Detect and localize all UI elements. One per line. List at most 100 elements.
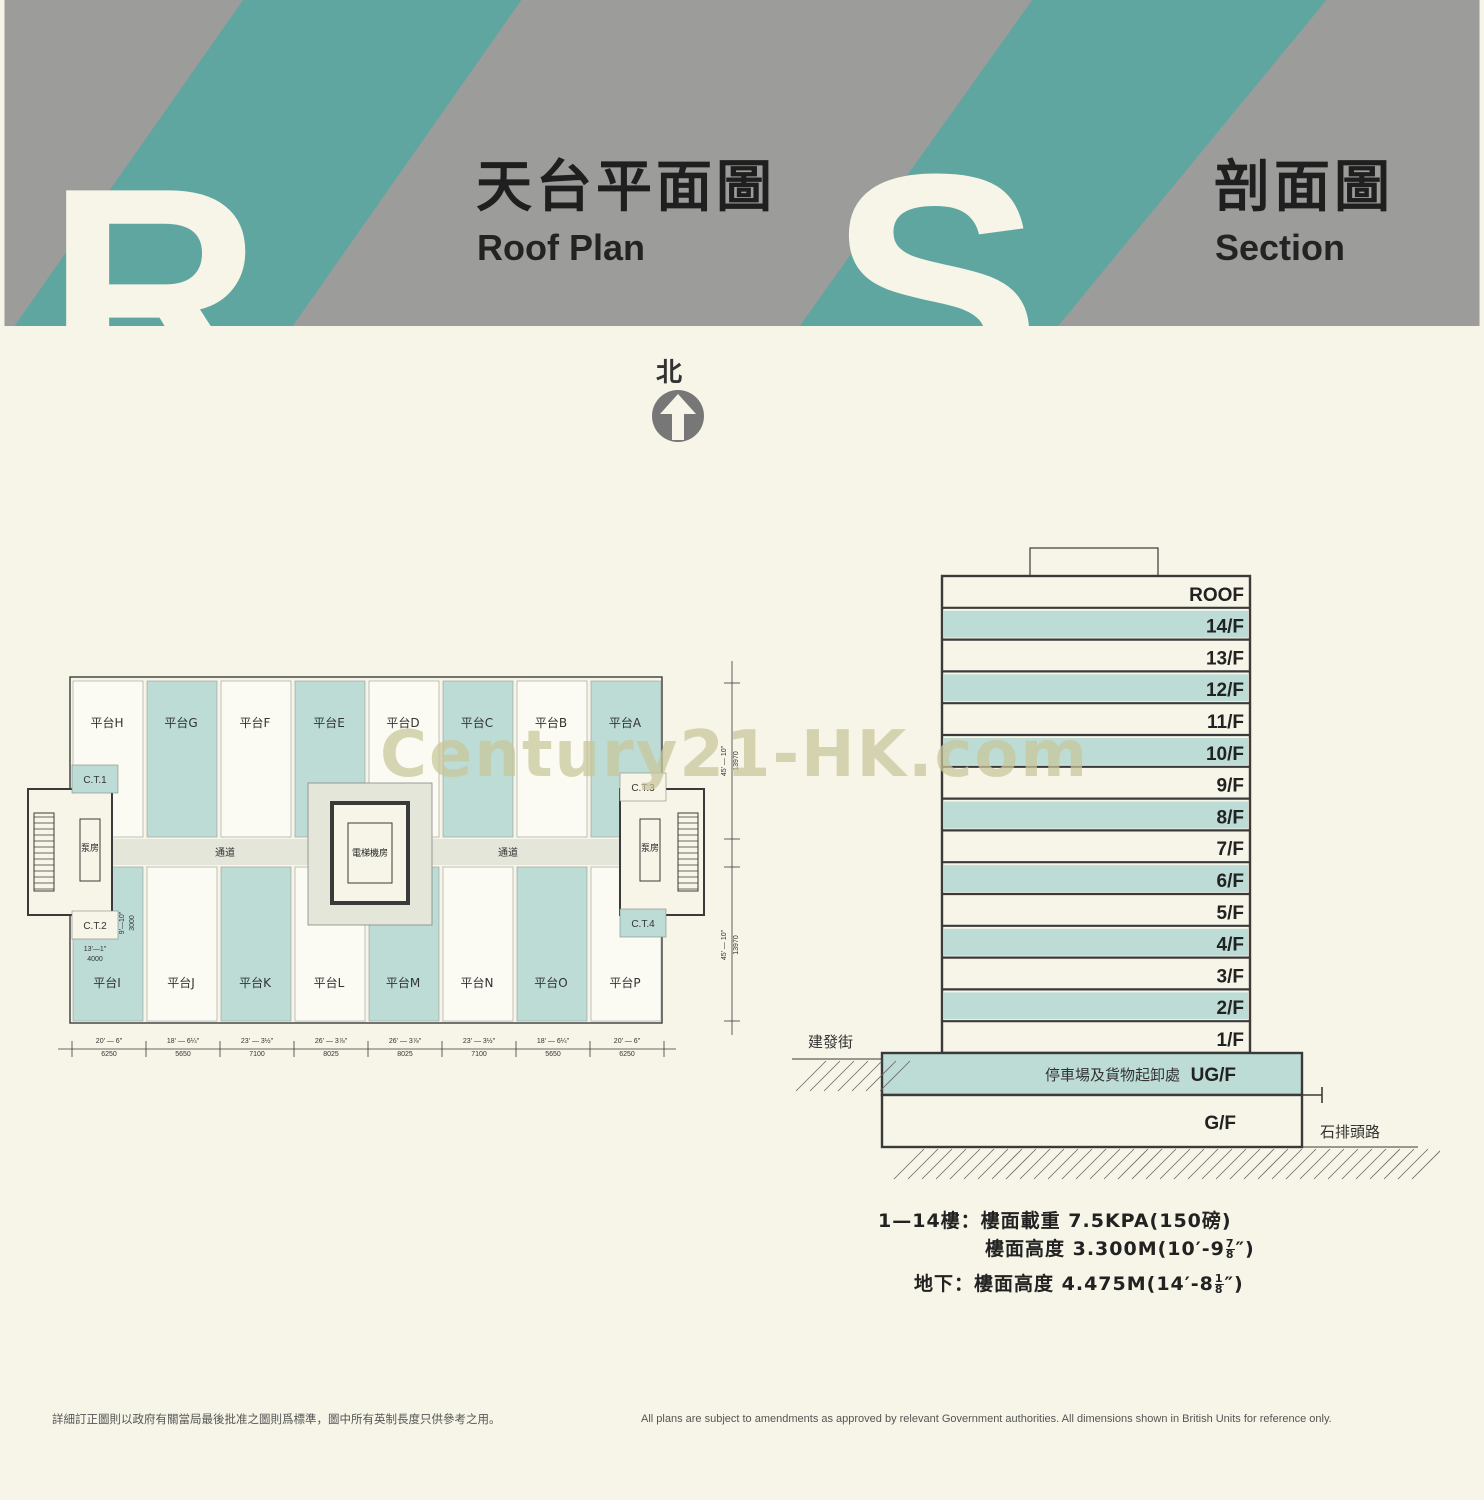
floor-label: 9/F xyxy=(1217,776,1244,797)
hatch-line xyxy=(795,1060,827,1092)
stair-flight xyxy=(677,812,699,892)
hatch-line xyxy=(1411,1150,1440,1180)
ground-hatching xyxy=(795,1060,1440,1180)
floor-label: 6/F xyxy=(1217,871,1244,892)
hatch-line xyxy=(1327,1148,1359,1180)
floor-band xyxy=(944,738,1248,765)
hatch-line xyxy=(851,1060,883,1092)
column-dim-imperial: 18' — 6¼" xyxy=(167,1038,200,1045)
hatch-line xyxy=(879,1060,911,1092)
hatch-line xyxy=(1033,1148,1065,1180)
column-dim-imperial: 18' — 6¼" xyxy=(537,1038,570,1045)
column-dim-metric: 7100 xyxy=(249,1051,265,1058)
floor-label: 2/F xyxy=(1217,998,1244,1019)
hatch-line xyxy=(837,1060,869,1092)
hatch-line xyxy=(1173,1148,1205,1180)
roof-plan-title-en: Roof Plan xyxy=(477,227,645,268)
terrace-top-label: 平台C xyxy=(461,715,493,730)
podium-ugf xyxy=(880,1051,1304,1097)
terrace-top-label: 平台F xyxy=(240,715,271,730)
terrace-top xyxy=(220,680,292,838)
terrace-top-label: 平台E xyxy=(313,715,345,730)
pump-room xyxy=(639,818,661,882)
depth-dim-metric: 13970 xyxy=(733,935,740,955)
pump-room-label: 泵房 xyxy=(641,842,659,854)
terrace-bottom-label: 平台J xyxy=(167,975,195,990)
spec-load-text: 樓面載重 7.5KPA(150磅) xyxy=(980,1210,1232,1232)
lift-room-label: 電梯機房 xyxy=(352,847,388,859)
watermark: Century21-HK.com xyxy=(380,718,1090,792)
lift-room-walls xyxy=(330,801,410,905)
hatch-line xyxy=(991,1148,1023,1180)
hatch-line xyxy=(893,1148,925,1180)
hatch-line xyxy=(809,1060,841,1092)
cooling-tower-label: C.T.3 xyxy=(631,783,655,794)
column-dim-imperial: 23' — 3½" xyxy=(463,1037,496,1045)
terrace-top-label: 平台D xyxy=(386,715,419,730)
stair-wing xyxy=(27,788,113,916)
hatch-line xyxy=(1117,1148,1149,1180)
terrace-bottom-label: 平台I xyxy=(93,975,121,990)
hatch-line xyxy=(1257,1148,1289,1180)
floor-label: 4/F xyxy=(1217,935,1244,956)
hatch-line xyxy=(1215,1148,1247,1180)
column-dim-metric: 8025 xyxy=(397,1051,413,1058)
hatch-line xyxy=(935,1148,967,1180)
cooling-tower-label: C.T.1 xyxy=(83,775,107,786)
roof-plan-title-cn: 天台平面圖 xyxy=(476,155,776,220)
teal-stripe-left xyxy=(14,0,522,327)
floor-label: 12/F xyxy=(1206,680,1244,701)
terrace-bottom xyxy=(220,866,292,1022)
tank-width-metric: 4000 xyxy=(87,956,103,963)
spec-ground-height-text: 樓面高度 4.475M(14′-8 xyxy=(974,1273,1214,1295)
hatch-line xyxy=(1019,1148,1051,1180)
hatch-line xyxy=(963,1148,995,1180)
cooling-tower xyxy=(619,772,667,802)
hatch-line xyxy=(1005,1148,1037,1180)
depth-dim-imperial: 45' — 10" xyxy=(721,745,728,776)
floor-band xyxy=(944,992,1248,1020)
ground-floor-label: G/F xyxy=(1204,1113,1236,1134)
terrace-bottom-label: 平台K xyxy=(239,975,272,990)
cooling-tower-label: C.T.4 xyxy=(631,919,655,930)
floor-label: 7/F xyxy=(1217,839,1244,860)
hatch-line xyxy=(1383,1148,1415,1180)
floor-label: ROOF xyxy=(1189,585,1244,606)
hatch-line xyxy=(1159,1148,1191,1180)
big-letter-r: R xyxy=(46,127,261,328)
north-label: 北 xyxy=(656,358,683,388)
terrace-top-label: 平台G xyxy=(164,715,197,730)
stair-wing xyxy=(619,788,705,916)
terrace-bottom-label: 平台P xyxy=(609,975,640,990)
hatch-line xyxy=(1089,1148,1121,1180)
floor-label: 11/F xyxy=(1207,712,1244,733)
hatch-line xyxy=(1187,1148,1219,1180)
terrace-bottom-label: 平台O xyxy=(534,975,567,990)
corridor-label-left: 通道 xyxy=(215,846,235,859)
floor-band xyxy=(944,610,1248,638)
hatch-line xyxy=(1285,1148,1317,1180)
header-banner: R S xyxy=(4,0,1480,328)
teal-stripe-right xyxy=(799,0,1327,327)
floor-band xyxy=(944,928,1248,956)
floor-band xyxy=(944,865,1248,892)
column-dim-metric: 5650 xyxy=(545,1051,561,1058)
floor-label: 8/F xyxy=(1217,807,1244,828)
hatch-line xyxy=(1061,1148,1093,1180)
section-drawing: ROOF14/F13/F12/F11/F10/F9/F8/F7/F6/F5/F4… xyxy=(792,547,1440,1180)
section-title-en: Section xyxy=(1215,227,1346,268)
hatch-line xyxy=(1313,1148,1345,1180)
terrace-top-label: 平台B xyxy=(535,715,567,730)
floor-label: 3/F xyxy=(1217,966,1244,987)
terrace-top xyxy=(516,680,588,838)
column-dim-metric: 6250 xyxy=(101,1051,117,1058)
tank-height-imperial: 9'—10" xyxy=(119,911,126,934)
roof-plant-room xyxy=(1029,547,1159,577)
terrace-top-label: 平台H xyxy=(90,715,123,730)
footer-disclaimer-cn: 詳細訂正圖則以政府有關當局最後批准之圖則爲標準，圖中所有英制長度只供參考之用。 xyxy=(52,1412,501,1426)
hatch-line xyxy=(1369,1148,1401,1180)
hatch-line xyxy=(823,1060,855,1092)
floor-band xyxy=(944,674,1248,702)
spec-ground-label: 地下： xyxy=(914,1273,975,1295)
